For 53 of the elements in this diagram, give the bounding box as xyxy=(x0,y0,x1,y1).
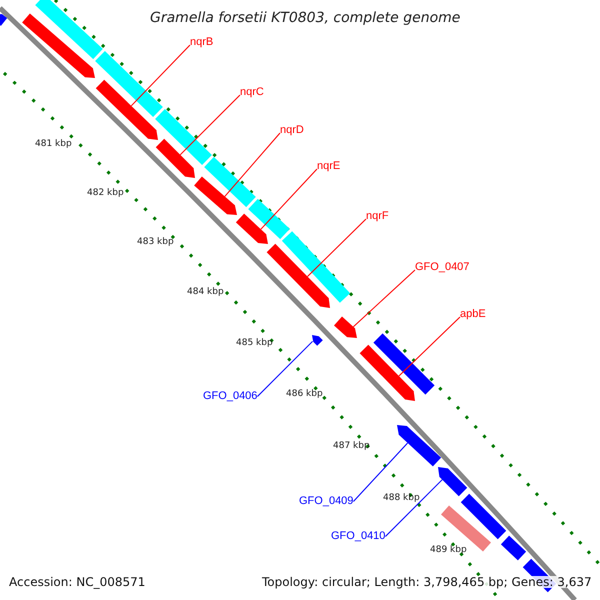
gene-label: GFO_0410 xyxy=(331,531,386,542)
gene-feature xyxy=(204,156,256,208)
scale-label: 483 kbp xyxy=(137,238,174,247)
leader-line xyxy=(260,168,318,230)
gene-feature xyxy=(35,0,103,60)
leader-line xyxy=(352,270,416,328)
gene-feature xyxy=(95,51,163,117)
gene-feature xyxy=(156,138,195,178)
gene-label: nqrE xyxy=(317,161,340,172)
gene-feature xyxy=(460,494,506,540)
leader-line xyxy=(180,94,240,156)
gene-label: GFO_0406 xyxy=(203,391,258,402)
scale-label: 482 kbp xyxy=(87,189,124,198)
gene-label: nqrC xyxy=(240,87,264,98)
gene-feature xyxy=(282,231,350,303)
accession-text: Accession: NC_008571 xyxy=(9,576,146,588)
leader-line xyxy=(224,132,280,197)
scale-label: 489 kbp xyxy=(430,546,467,555)
scale-label: 481 kbp xyxy=(35,140,72,149)
gene-feature xyxy=(334,316,357,338)
gene-label: nqrB xyxy=(190,37,214,48)
leader-line xyxy=(307,218,366,277)
leader-line xyxy=(130,44,190,106)
gene-feature xyxy=(194,176,237,215)
leader-line xyxy=(256,340,314,397)
gene-feature xyxy=(22,14,95,78)
gene-feature xyxy=(360,344,415,401)
leader-line xyxy=(384,479,443,537)
leader-line xyxy=(398,316,460,376)
gene-label: nqrF xyxy=(366,211,389,222)
scale-label: 488 kbp xyxy=(383,494,420,503)
gene-feature xyxy=(266,244,330,308)
gene-label: apbE xyxy=(460,309,486,320)
gene-feature xyxy=(248,198,290,240)
gene-feature xyxy=(500,536,526,560)
scale-label: 485 kbp xyxy=(236,339,273,348)
gene-label: nqrD xyxy=(280,125,304,136)
gene-label: GFO_0409 xyxy=(299,496,354,507)
genome-info-text: Topology: circular; Length: 3,798,465 bp; Genes: 3,637 xyxy=(262,576,592,588)
gene-feature xyxy=(96,80,158,140)
gene-feature xyxy=(373,333,435,395)
title: Gramella forsetii KT0803, complete genome xyxy=(150,11,460,25)
scale-label: 487 kbp xyxy=(333,442,370,451)
gene-feature xyxy=(236,214,268,244)
gene-feature xyxy=(397,425,442,466)
gene-feature xyxy=(438,467,468,496)
gene-feature xyxy=(312,335,323,346)
leader-line xyxy=(352,442,408,502)
gene-feature xyxy=(155,109,212,165)
scale-label: 484 kbp xyxy=(187,288,224,297)
gene-feature xyxy=(0,14,8,26)
gene-label: GFO_0407 xyxy=(415,262,470,273)
scale-label: 486 kbp xyxy=(286,390,323,399)
